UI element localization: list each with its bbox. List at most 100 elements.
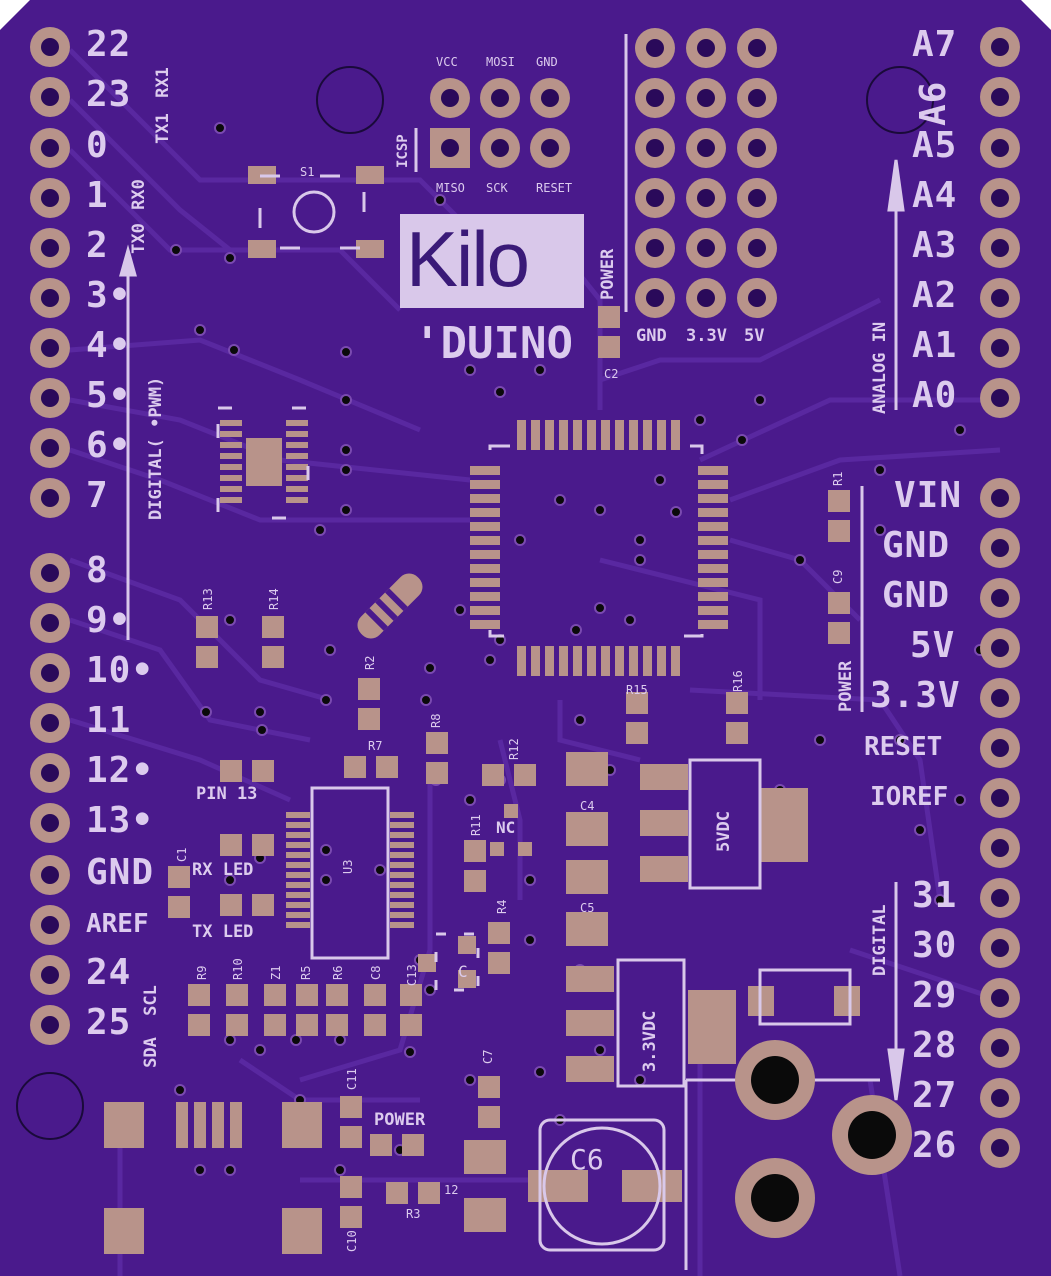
smd-pad bbox=[622, 1170, 682, 1202]
via bbox=[534, 1066, 546, 1078]
via bbox=[200, 706, 212, 718]
smd-pad bbox=[458, 970, 476, 988]
drill-hole bbox=[41, 966, 59, 984]
smd-pad bbox=[528, 1170, 588, 1202]
icsp-gnd: GND bbox=[536, 55, 558, 69]
drill-hole bbox=[991, 939, 1009, 957]
via bbox=[320, 874, 332, 886]
smd-pad bbox=[356, 240, 384, 258]
drill-hole bbox=[697, 289, 715, 307]
smd-pad bbox=[220, 431, 242, 437]
smd-pad bbox=[834, 986, 860, 1016]
smd-pad bbox=[688, 990, 736, 1064]
via bbox=[224, 1164, 236, 1176]
power-header-3v3: 3.3V bbox=[686, 326, 727, 346]
digital-pin-label: 28 bbox=[912, 1025, 958, 1066]
smd-pad bbox=[573, 420, 582, 450]
smd-pad bbox=[282, 1208, 322, 1254]
smd-pad bbox=[286, 497, 308, 503]
drill-hole bbox=[697, 39, 715, 57]
smd-pad bbox=[390, 882, 414, 888]
left-pin-label: 24 bbox=[86, 952, 132, 993]
drill-hole bbox=[748, 39, 766, 57]
analog-pin-label: A4 bbox=[912, 175, 958, 216]
drill-hole bbox=[748, 89, 766, 107]
label-rx0: RX0 bbox=[128, 179, 149, 210]
smd-pad bbox=[698, 536, 728, 545]
analog-pin-label: A3 bbox=[912, 225, 958, 266]
refdes-r16: R16 bbox=[731, 670, 745, 692]
smd-pad bbox=[286, 872, 310, 878]
via bbox=[670, 506, 682, 518]
analog-pin-label: A5 bbox=[912, 125, 958, 166]
left-pin-label: 9• bbox=[86, 600, 132, 641]
smd-pad bbox=[196, 646, 218, 668]
via bbox=[224, 614, 236, 626]
smd-pad bbox=[286, 486, 308, 492]
smd-pad bbox=[698, 480, 728, 489]
refdes-r2: R2 bbox=[363, 655, 377, 670]
smd-pad bbox=[252, 760, 274, 782]
drill-hole bbox=[991, 389, 1009, 407]
refdes-c9: C9 bbox=[831, 569, 845, 584]
smd-pad bbox=[518, 842, 532, 856]
refdes-c13: C13 bbox=[405, 964, 419, 986]
via bbox=[874, 464, 886, 476]
refdes-r9: R9 bbox=[195, 965, 209, 980]
smd-pad bbox=[286, 453, 308, 459]
via bbox=[524, 934, 536, 946]
via bbox=[634, 554, 646, 566]
via bbox=[694, 414, 706, 426]
refdes-r8: R8 bbox=[429, 713, 443, 728]
drill-hole bbox=[991, 1089, 1009, 1107]
refdes-r15: R15 bbox=[626, 683, 648, 697]
smd-pad bbox=[286, 912, 310, 918]
smd-pad bbox=[390, 812, 414, 818]
smd-pad bbox=[698, 592, 728, 601]
drill-hole bbox=[41, 764, 59, 782]
kilo-logo: Kilo bbox=[400, 214, 584, 308]
smd-pad bbox=[587, 646, 596, 676]
via bbox=[654, 474, 666, 486]
drill-hole bbox=[491, 89, 509, 107]
smd-pad bbox=[400, 984, 422, 1006]
smd-pad bbox=[698, 508, 728, 517]
smd-pad bbox=[418, 954, 436, 972]
refdes-r4: R4 bbox=[495, 899, 509, 914]
smd-pad bbox=[504, 804, 518, 818]
smd-pad bbox=[559, 646, 568, 676]
smd-pad bbox=[196, 616, 218, 638]
smd-pad bbox=[531, 646, 540, 676]
drill-hole bbox=[646, 189, 664, 207]
smd-pad bbox=[286, 892, 310, 898]
smd-pad bbox=[698, 564, 728, 573]
smd-pad bbox=[640, 764, 688, 790]
smd-pad bbox=[326, 984, 348, 1006]
smd-pad bbox=[226, 984, 248, 1006]
smd-pad bbox=[698, 466, 728, 475]
smd-pad bbox=[566, 966, 614, 992]
drill-hole bbox=[991, 689, 1009, 707]
smd-pad bbox=[470, 536, 500, 545]
smd-pad bbox=[488, 922, 510, 944]
refdes-r5: R5 bbox=[299, 965, 313, 980]
smd-pad bbox=[698, 494, 728, 503]
via bbox=[374, 864, 386, 876]
icsp-vcc: VCC bbox=[436, 55, 458, 69]
smd-pad bbox=[470, 466, 500, 475]
header-pads bbox=[30, 27, 1020, 1168]
drill-hole bbox=[41, 814, 59, 832]
smd-pad bbox=[296, 1014, 318, 1036]
smd-pad bbox=[601, 420, 610, 450]
via bbox=[340, 346, 352, 358]
smd-pad bbox=[296, 984, 318, 1006]
drill-hole bbox=[41, 664, 59, 682]
smd-pad bbox=[464, 1140, 506, 1174]
smd-pad bbox=[220, 464, 242, 470]
smd-pad bbox=[262, 616, 284, 638]
via bbox=[254, 1044, 266, 1056]
label-rx1: RX1 bbox=[152, 67, 173, 98]
digital-pin-label: 31 bbox=[912, 875, 958, 916]
left-pin-label: 0 bbox=[86, 125, 109, 166]
via bbox=[174, 1084, 186, 1096]
